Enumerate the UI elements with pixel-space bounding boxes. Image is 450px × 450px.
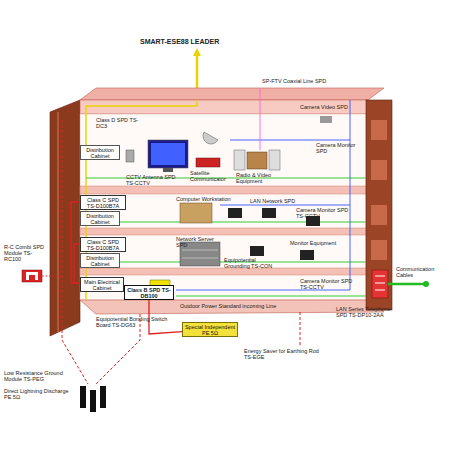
- callout-label: SMART-ESE88 LEADER: [140, 38, 240, 46]
- ground-electrode: [90, 390, 96, 412]
- signal-wire: [176, 100, 350, 290]
- red-power-wire: [71, 202, 80, 283]
- callout-label: SP-FTV Coaxial Line SPD: [262, 78, 342, 84]
- callout-label: Equipotential Bonding Switch Board TS-DG…: [96, 316, 180, 328]
- power-wire: [176, 296, 366, 297]
- callout-label: CCTV Antenna SPD TS-CCTV: [126, 174, 176, 186]
- satellite-receiver: [196, 158, 220, 167]
- spd-stripe: [375, 283, 385, 284]
- callout-label: Camera Monitor SPD TS-CCTV: [300, 278, 360, 290]
- communication-cable: [388, 283, 424, 286]
- ground-electrode: [80, 386, 86, 408]
- roof-top: [80, 88, 384, 100]
- box-text: Class C SPD TS-D100B7A: [82, 239, 124, 251]
- tv-screen: [151, 143, 185, 165]
- labelled-box: Class C SPD TS-D100B7A: [80, 237, 126, 252]
- callout-label: Equipotential Grounding TS-CON: [224, 257, 280, 269]
- callout-label: Satellite Communicator: [190, 170, 234, 182]
- labelled-box: Class C SPD TS-D100B7A: [80, 195, 126, 210]
- coax-wire: [260, 88, 261, 150]
- callout-label: Computer Workstation: [176, 196, 236, 202]
- callout-label: Camera Monitor SPD TS-CCTV: [296, 207, 354, 219]
- labelled-box: Main Electrical Cabinet: [80, 277, 124, 292]
- column-window: [371, 205, 387, 225]
- callout-label: LAN Network SPD: [250, 198, 300, 204]
- camera: [320, 116, 332, 123]
- floor-slab: [80, 228, 366, 235]
- callout-label: Radio & Video Equipment: [236, 172, 296, 184]
- tv-stand: [163, 168, 173, 172]
- callout-label: LAN Series Telephone SPD TS-DP10-2AA: [336, 306, 400, 318]
- column-window: [371, 120, 387, 140]
- monitor: [300, 250, 314, 260]
- callout-label: R-C Combi SPD Module TS-RC100: [4, 244, 48, 262]
- roof-slab: [80, 100, 368, 114]
- workstation-rack: [180, 203, 212, 223]
- box-text: Distribution Cabinet: [82, 255, 118, 267]
- spd-stripe: [375, 290, 385, 291]
- speaker: [269, 150, 280, 170]
- signal-wire: [230, 140, 350, 141]
- box-text: Class C SPD TS-D100B7A: [82, 197, 124, 209]
- labelled-box: Distribution Cabinet: [80, 145, 120, 160]
- callout-label: Energy Saver for Earthing Rod TS-EGE: [244, 348, 328, 360]
- callout-label: Direct Lightning Discharge PE 5Ω: [4, 388, 76, 400]
- box-text: Main Electrical Cabinet: [82, 279, 122, 291]
- box-text: Distribution Cabinet: [82, 147, 118, 159]
- wall-stripe: [57, 112, 59, 332]
- monitor: [250, 246, 264, 256]
- box-text: Class B SPD TS-DB100: [126, 287, 172, 299]
- air-terminal-tip: [193, 48, 201, 56]
- magnet-symbol: [26, 272, 38, 280]
- floor-slab: [80, 268, 366, 275]
- callout-label: Monitor Equipment: [290, 240, 340, 246]
- building-right-column: [366, 100, 392, 310]
- ground-electrode: [100, 386, 106, 408]
- earth-wire: [42, 276, 62, 277]
- tv-set: [148, 140, 188, 168]
- callout-label: Outdoor Power Standard incoming Line: [180, 303, 280, 309]
- monitor: [228, 208, 242, 218]
- building-interior: [80, 114, 366, 300]
- floor-slab: [80, 186, 366, 194]
- callout-label: Class D SPD TS-DC3: [96, 117, 140, 129]
- speaker: [234, 150, 245, 170]
- server-slot: [182, 258, 218, 259]
- signal-wire: [220, 205, 350, 206]
- cable-end: [423, 281, 429, 287]
- callout-label: Low Resistance Ground Module TS-PEG: [4, 370, 76, 382]
- callout-label: Communication Cables: [396, 266, 446, 278]
- labelled-box: Special Independent PE 5Ω: [182, 322, 238, 337]
- building-left-wall: [50, 100, 80, 336]
- labelled-box: Distribution Cabinet: [80, 253, 120, 268]
- monitor: [262, 208, 276, 218]
- labelled-box: Distribution Cabinet: [80, 211, 120, 226]
- labelled-box: Class B SPD TS-DB100: [124, 285, 174, 300]
- video-equipment: [247, 152, 267, 169]
- rc-module: [22, 270, 42, 282]
- spd-stripe: [375, 276, 385, 277]
- box-text: Distribution Cabinet: [82, 213, 118, 225]
- callout-label: Network Server SPD: [176, 236, 226, 248]
- callout-label: Camera Video SPD: [300, 104, 350, 110]
- satellite-dish: [203, 132, 218, 144]
- callout-label: Camera Monitor SPD: [316, 142, 362, 154]
- server-slot: [182, 250, 218, 251]
- earth-wire: [300, 312, 301, 345]
- column-window: [371, 240, 387, 260]
- box-text: Special Independent PE 5Ω: [184, 324, 236, 336]
- column-window: [371, 160, 387, 180]
- telephone-spd: [372, 270, 388, 298]
- spd-unit: [126, 150, 134, 162]
- power-wire: [86, 222, 366, 223]
